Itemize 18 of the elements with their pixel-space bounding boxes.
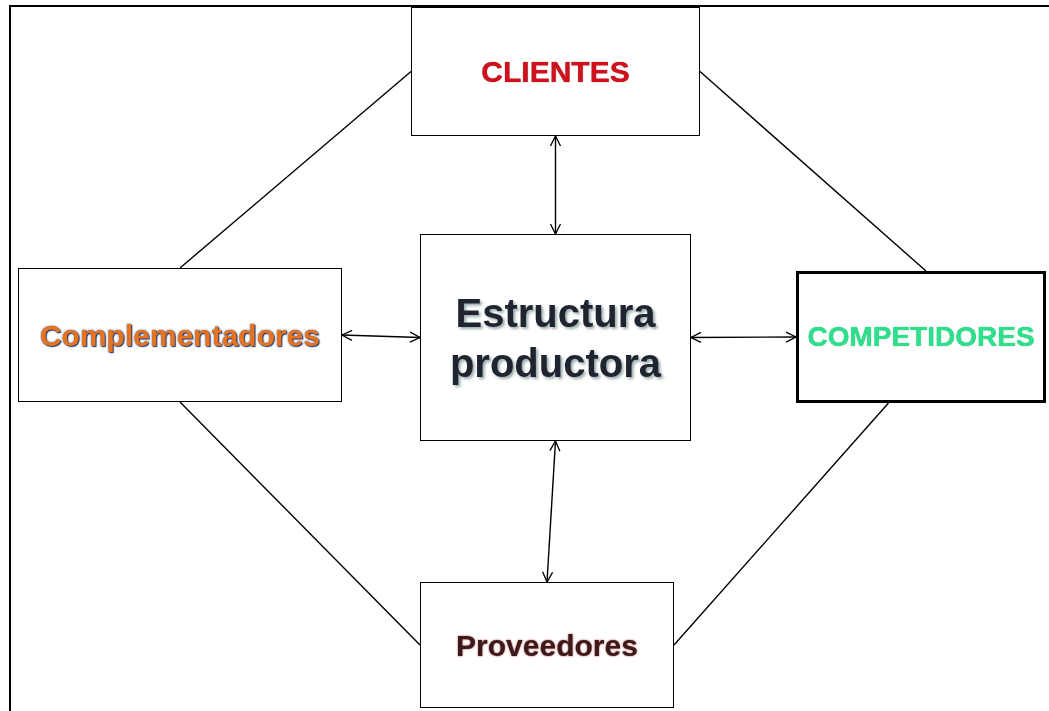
connector-line (179, 401, 421, 646)
box-label: COMPETIDORES (807, 320, 1035, 354)
connector-line (179, 70, 412, 269)
double-arrow (541, 440, 561, 583)
concept-box (796, 271, 1046, 403)
concept-box (18, 268, 342, 402)
connector-line (673, 402, 890, 646)
concept-box (420, 234, 691, 441)
box-label: CLIENTES (481, 54, 630, 90)
box-label: Estructura productora (448, 289, 663, 387)
double-arrow (690, 331, 797, 344)
connector-line (699, 70, 927, 272)
box-label: Proveedores (456, 627, 638, 664)
concept-box (411, 7, 700, 136)
double-arrow (341, 329, 421, 343)
double-arrow (549, 135, 562, 235)
concept-box (420, 582, 674, 708)
box-label: Complementadores (39, 317, 321, 354)
